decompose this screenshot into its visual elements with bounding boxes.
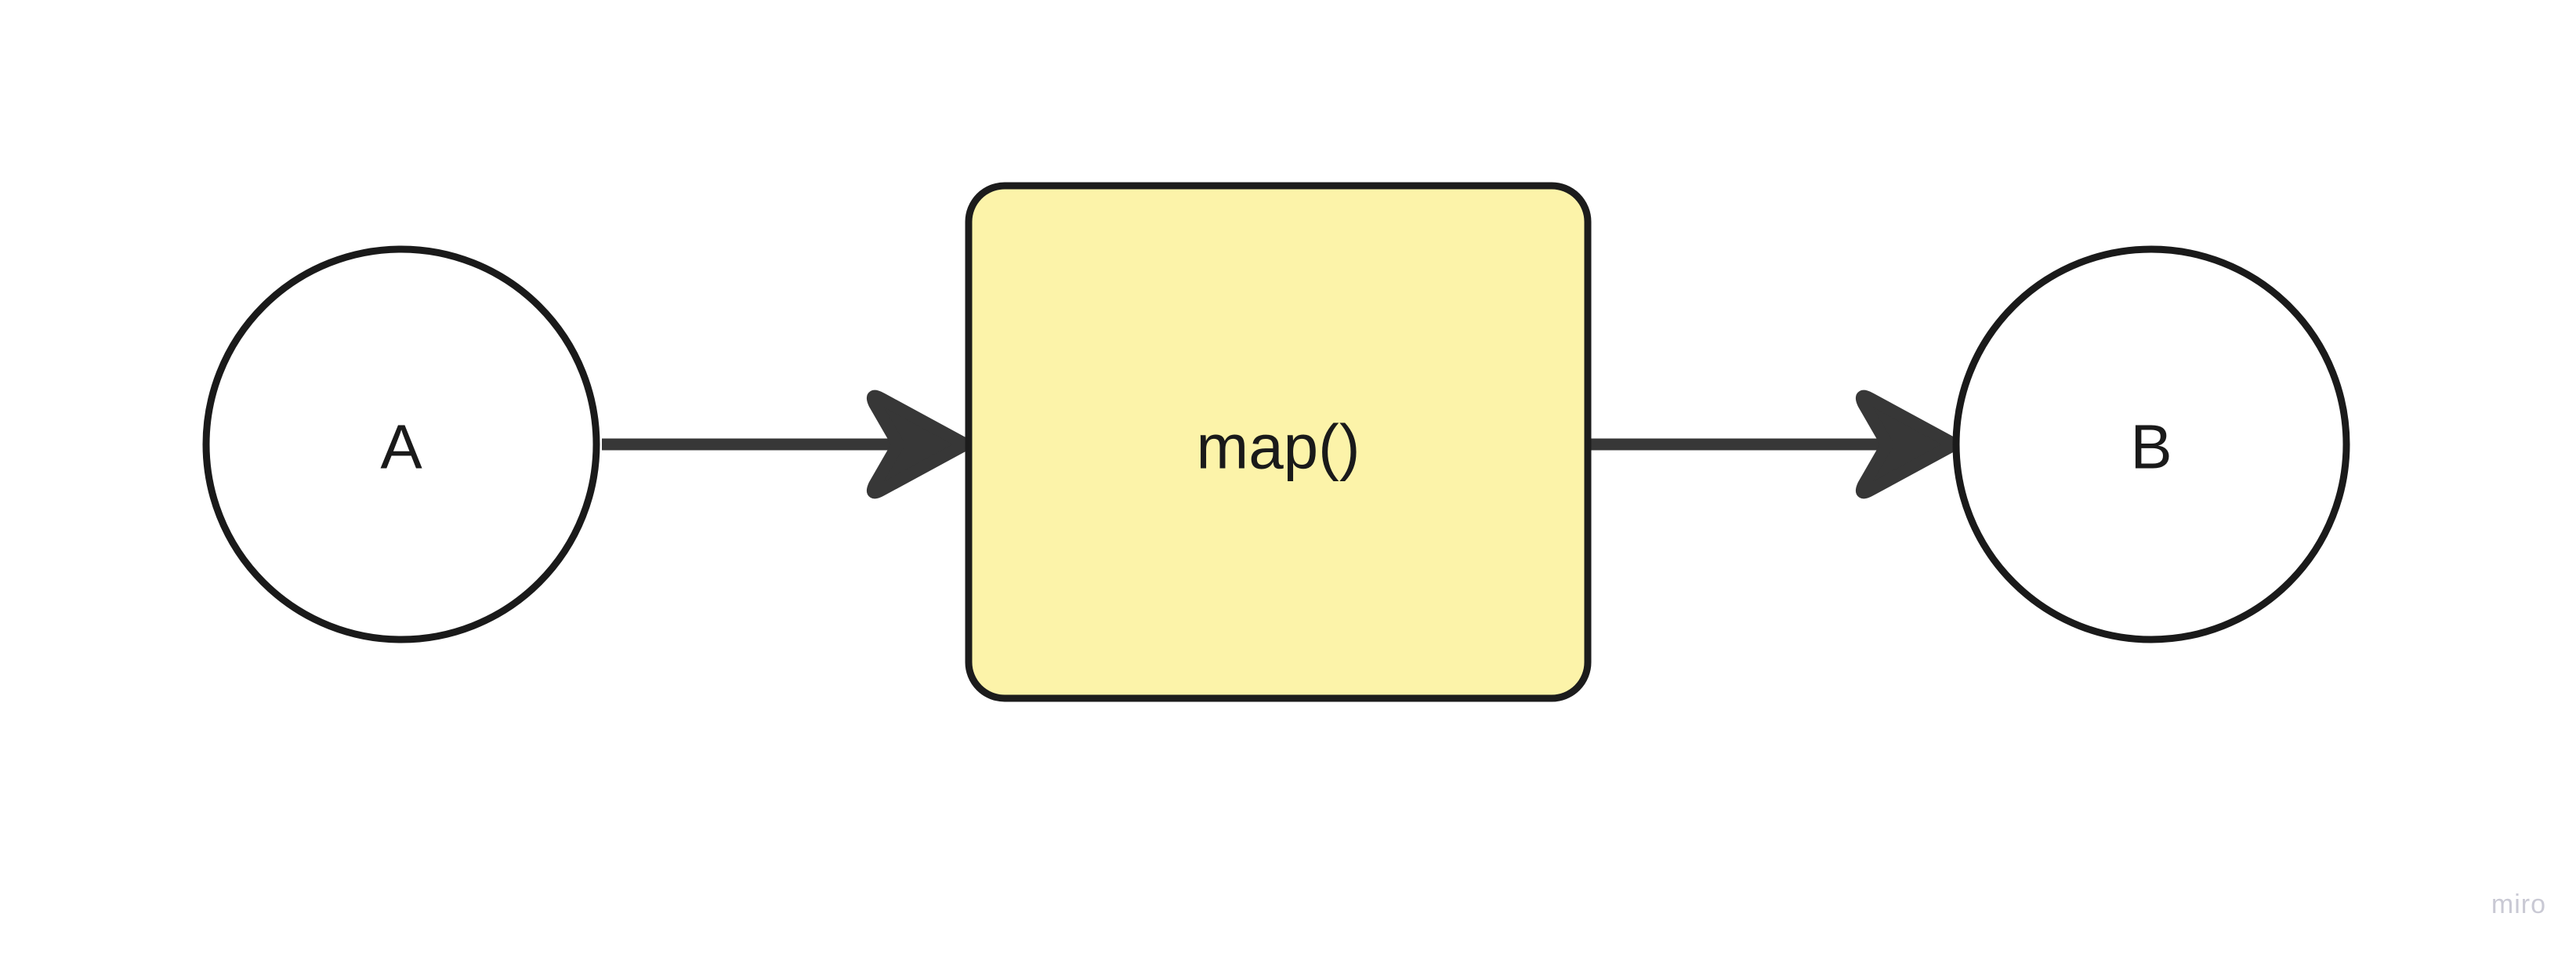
node-map-label: map() — [1197, 412, 1360, 482]
node-a-label: A — [380, 412, 422, 482]
edge-map-to-b-arrowhead-icon — [1855, 390, 1961, 499]
node-b-label: B — [2130, 412, 2172, 482]
node-map[interactable]: map() — [965, 182, 1592, 702]
node-map-shape — [965, 182, 1592, 702]
node-a[interactable]: A — [202, 245, 600, 643]
edge-a-to-map-arrowhead-icon — [866, 390, 972, 499]
node-b-shape — [1952, 245, 2350, 643]
miro-watermark: miro — [2491, 890, 2546, 919]
edge-a-to-map[interactable] — [602, 390, 972, 499]
edge-map-to-b[interactable] — [1591, 390, 1961, 499]
node-b[interactable]: B — [1952, 245, 2350, 643]
node-a-shape — [202, 245, 600, 643]
